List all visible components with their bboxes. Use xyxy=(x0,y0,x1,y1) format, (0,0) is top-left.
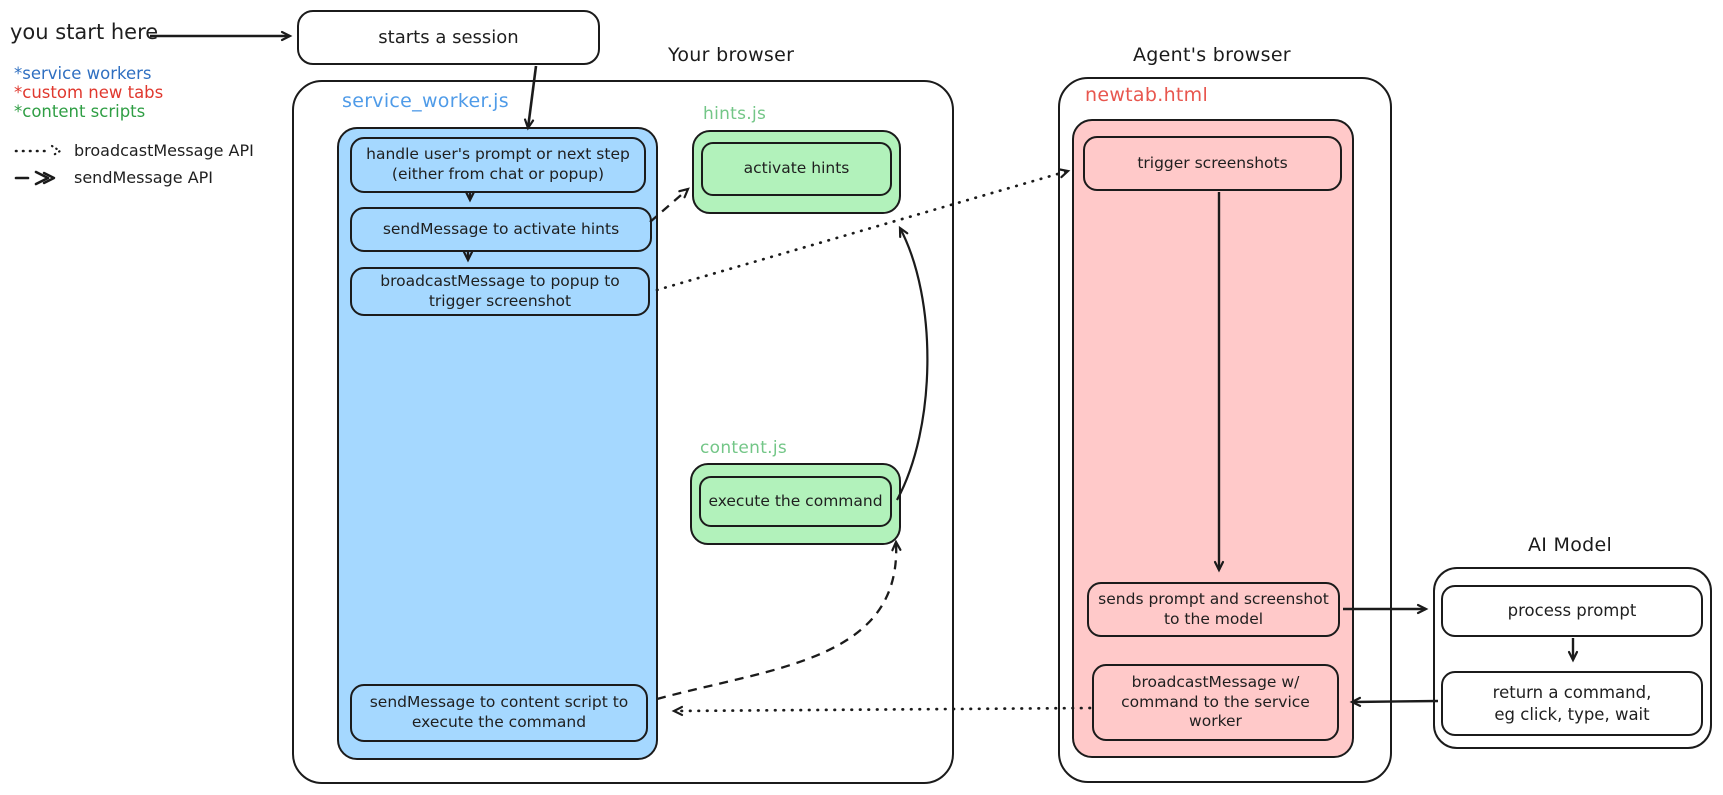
legend-broadcastmessage-api: broadcastMessage API xyxy=(14,137,254,164)
node-broadcast-popup-screenshot: broadcastMessage to popup to trigger scr… xyxy=(350,267,650,316)
node-activate-hints: activate hints xyxy=(692,130,901,214)
node-send-prompt-model: sends prompt and screenshot to the model xyxy=(1087,582,1340,637)
dashed-arrow-icon xyxy=(14,170,56,185)
legend-service-workers: *service workers xyxy=(14,64,152,83)
node-sendmessage-activate-hints: sendMessage to activate hints xyxy=(350,207,652,252)
service-worker-js-label: service_worker.js xyxy=(342,90,509,112)
legend-content-scripts: *content scripts xyxy=(14,102,146,121)
hints-js-label: hints.js xyxy=(703,104,767,124)
node-process-prompt-label: process prompt xyxy=(1507,601,1637,621)
node-trigger-screenshots: trigger screenshots xyxy=(1083,136,1342,191)
node-broadcast-popup-screenshot-label: broadcastMessage to popup to trigger scr… xyxy=(380,271,620,310)
node-broadcast-command-worker: broadcastMessage w/ command to the servi… xyxy=(1092,664,1339,741)
node-sendmessage-content-execute-label: sendMessage to content script to execute… xyxy=(369,693,629,731)
node-execute-command-inner: execute the command xyxy=(699,476,892,527)
node-return-command: return a command, eg click, type, wait xyxy=(1441,671,1703,736)
legend-sendmessage-api: sendMessage API xyxy=(14,164,254,191)
content-js-label: content.js xyxy=(700,438,788,458)
newtab-html-label: newtab.html xyxy=(1085,84,1209,106)
you-start-here-label: you start here xyxy=(10,20,159,44)
legend-custom-new-tabs: *custom new tabs xyxy=(14,83,164,102)
node-sendmessage-activate-hints-label: sendMessage to activate hints xyxy=(382,219,620,238)
node-sendmessage-content-execute: sendMessage to content script to execute… xyxy=(350,684,648,742)
legend: *service workers *custom new tabs *conte… xyxy=(14,64,254,191)
node-starts-session-label: starts a session xyxy=(378,26,519,48)
node-send-prompt-model-label: sends prompt and screenshot to the model xyxy=(1098,589,1329,628)
dotted-arrow-icon xyxy=(14,144,63,157)
node-process-prompt: process prompt xyxy=(1441,585,1703,637)
your-browser-title: Your browser xyxy=(668,44,795,66)
node-execute-command-label: execute the command xyxy=(708,491,883,510)
newtab-panel xyxy=(1072,119,1354,758)
agents-browser-title: Agent's browser xyxy=(1133,44,1291,66)
node-activate-hints-label: activate hints xyxy=(743,159,850,178)
node-broadcast-command-worker-label: broadcastMessage w/ command to the servi… xyxy=(1121,672,1310,731)
node-starts-session: starts a session xyxy=(297,10,600,65)
node-return-command-label: return a command, eg click, type, wait xyxy=(1492,683,1652,724)
legend-sendmessage-label: sendMessage API xyxy=(74,168,213,187)
legend-broadcastmessage-label: broadcastMessage API xyxy=(74,141,254,160)
node-execute-command: execute the command xyxy=(690,463,901,545)
node-trigger-screenshots-label: trigger screenshots xyxy=(1137,153,1288,172)
ai-model-title: AI Model xyxy=(1528,534,1613,556)
node-handle-prompt: handle user's prompt or next step (eithe… xyxy=(350,137,646,193)
node-activate-hints-inner: activate hints xyxy=(701,142,892,196)
node-handle-prompt-label: handle user's prompt or next step (eithe… xyxy=(366,145,630,183)
